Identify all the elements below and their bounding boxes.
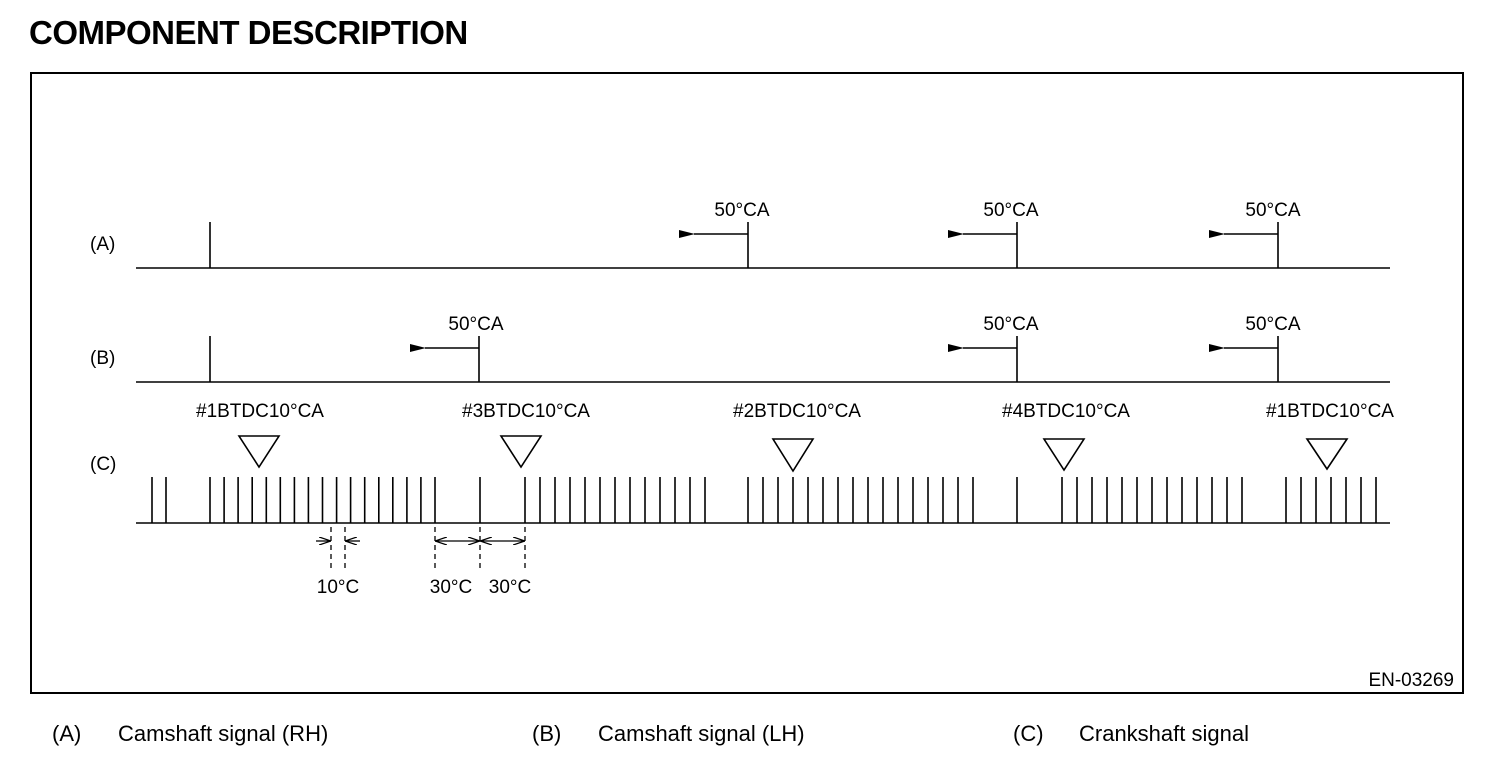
row-label-c: (C) [90,454,116,475]
offset-label-b-3: 50°CA [1245,314,1300,335]
legend-code-b: (B) [532,721,562,746]
diagram-frame [30,72,1464,694]
dim-label-30-right: 30°C [489,577,531,598]
camshaft-rh-signal [136,222,1390,269]
tdc-label-5: #1BTDC10°CA [1266,401,1394,422]
dimension-markers [316,527,526,568]
offset-label-a-2: 50°CA [983,200,1038,221]
legend-item-a: (A) Camshaft signal (RH) [52,721,328,747]
crankshaft-signal [136,477,1390,524]
row-label-b: (B) [90,348,115,369]
tdc-triangle-5 [1305,438,1349,471]
page-title: COMPONENT DESCRIPTION [29,14,468,51]
offset-label-b-2: 50°CA [983,314,1038,335]
dim-label-30-left: 30°C [430,577,472,598]
offset-label-a-3: 50°CA [1245,200,1300,221]
tdc-label-2: #3BTDC10°CA [462,401,590,422]
legend-code-c: (C) [1013,721,1044,746]
camshaft-lh-signal [136,336,1390,383]
offset-label-a-1: 50°CA [714,200,769,221]
tdc-label-1: #1BTDC10°CA [196,401,324,422]
legend-text-b: Camshaft signal (LH) [598,721,805,746]
legend-code-a: (A) [52,721,82,746]
legend-item-c: (C) Crankshaft signal [1013,721,1249,747]
legend-text-a: Camshaft signal (RH) [118,721,329,746]
tdc-markers [237,435,1349,473]
tdc-triangle-4 [1042,438,1086,472]
legend-item-b: (B) Camshaft signal (LH) [532,721,805,747]
row-label-a: (A) [90,234,115,255]
tdc-label-4: #4BTDC10°CA [1002,401,1130,422]
tdc-triangle-1 [237,435,281,469]
tdc-label-3: #2BTDC10°CA [733,401,861,422]
tdc-triangle-2 [499,435,543,469]
tdc-triangle-3 [771,438,815,473]
legend-text-c: Crankshaft signal [1079,721,1249,746]
dim-label-10: 10°C [317,577,359,598]
offset-label-b-1: 50°CA [448,314,503,335]
figure-id: EN-03269 [1368,670,1454,691]
